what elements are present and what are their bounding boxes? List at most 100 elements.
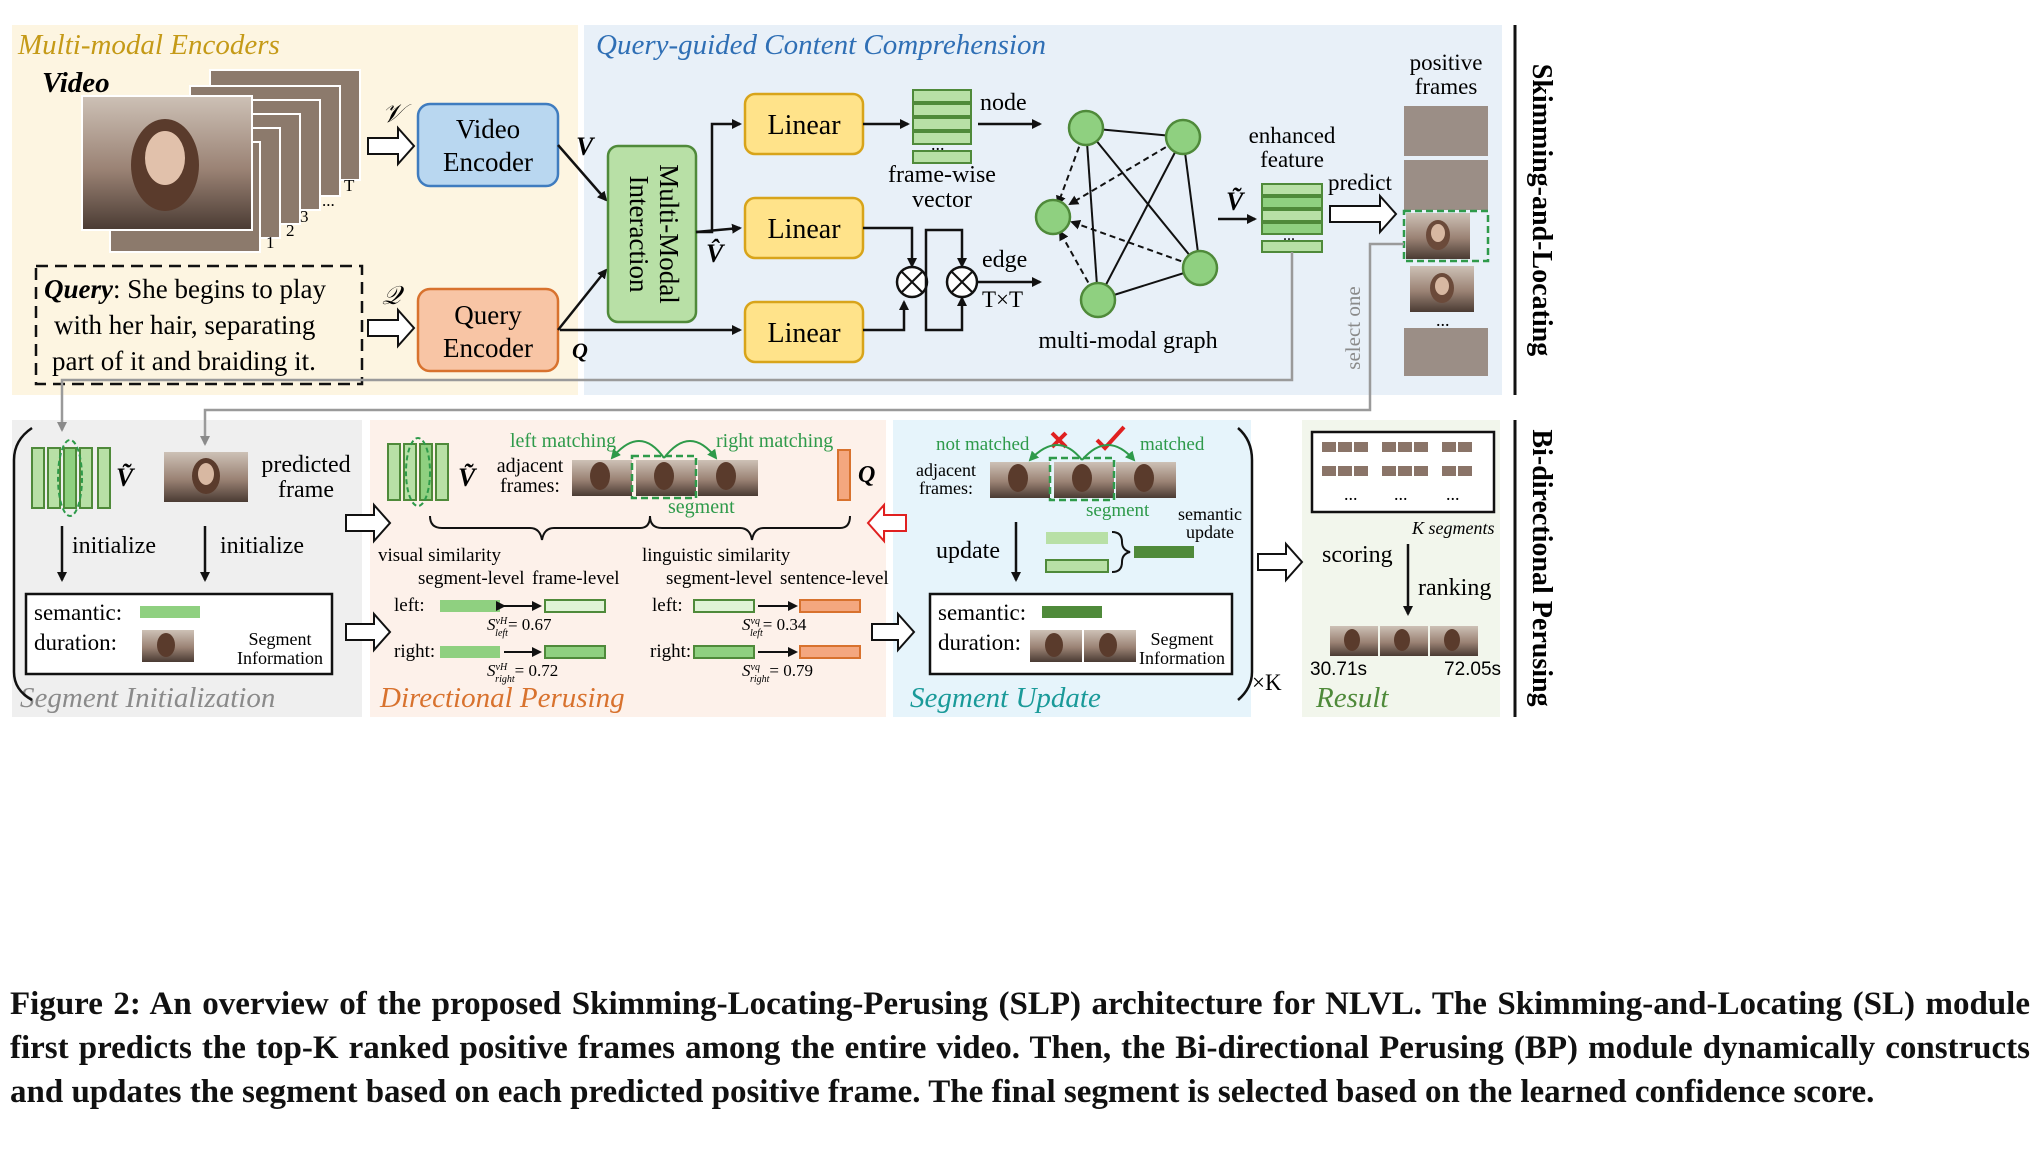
init-duration-thumb [142,630,194,662]
caption-text: Figure 2: An overview of the proposed Sk… [10,986,2030,1110]
multiply-op-2 [945,265,979,299]
graph-label: multi-modal graph [1038,328,1217,354]
not-matched-arc [1028,444,1083,462]
select-one-line [200,242,1404,446]
right-matching-label: right matching [716,430,833,452]
v-tilde-label: Ṽ [1226,187,1246,216]
q-right-label: right: [650,641,691,662]
outer-loop-bracket [12,426,33,702]
segment-init-title: Segment Initialization [20,682,275,714]
positive-label-2: frames [1415,74,1478,99]
frame-index-1: 1 [266,233,275,252]
mult-loop-2 [924,282,967,332]
result-end-time: 72.05s [1444,659,1501,680]
linear-label-1: Linear [767,110,841,141]
frame-wise-label-1: frame-wise [888,162,996,188]
linear3-to-mult [863,300,909,332]
feature-dots: ... [1283,227,1295,244]
positive-label-1: positive [1410,50,1483,75]
init-to-directional-arrow [345,611,392,653]
dir-feature-bars [387,437,449,507]
dir-segment-label: segment [668,496,735,518]
frame-index-T: T [344,176,355,195]
init-semantic-label: semantic: [34,600,122,625]
scoring-label: scoring [1322,542,1393,568]
q-to-mmi-arrow [557,268,608,331]
positive-frame-3 [1402,209,1490,263]
v-output-label: V [576,132,596,161]
upd-seg-info-2: Information [1139,648,1225,668]
q-output-label: Q [572,338,588,363]
upd-semantic-label: semantic: [938,600,1026,625]
v-right-seg-bar [440,646,500,658]
figure-caption: Figure 2: An overview of the proposed Sk… [10,982,2030,1114]
positive-frame-1 [1404,106,1488,156]
red-input-arrow [866,502,907,544]
mult-loop [924,228,967,282]
dir-adjacent-2: frames: [500,475,560,497]
predicted-frame-label-2: frame [278,477,334,503]
node-label: node [980,90,1027,116]
query-line-2: with her hair, separating [54,310,315,340]
positive-frame-4 [1410,266,1474,312]
txt-label: T×T [982,287,1023,312]
loop-close-bracket [1237,427,1254,701]
positive-frame-5 [1404,328,1488,376]
update-brace [1111,531,1131,573]
skimming-label: Skimming-and-Locating [1526,64,1557,357]
predicted-frame-thumb [164,452,248,502]
k-dots-2: ... [1394,484,1408,504]
segment-update-title: Segment Update [910,682,1101,714]
query-line-3: part of it and braiding it. [52,346,316,376]
initialize-label-2: initialize [220,533,304,559]
upd-duration-thumbs [1030,630,1136,662]
matched-label: matched [1140,434,1205,455]
query-guided-title: Query-guided Content Comprehension [596,29,1046,61]
query-feature-bar [837,449,851,501]
result-start-time: 30.71s [1310,659,1367,680]
select-one-label: select one [1341,286,1365,369]
frame-index-3: 3 [300,207,309,226]
directional-title: Directional Perusing [379,682,625,714]
linear-label-2: Linear [767,214,841,245]
times-k-label: ×K [1252,670,1282,695]
semantic-update-2: update [1186,522,1234,542]
upd-semantic-bar [1042,606,1102,618]
left-matching-label: left matching [510,430,616,452]
query-encoder-label-1: Query [454,300,522,330]
dir-adjacent-1: adjacent [497,455,564,477]
right-matching-arc [663,440,718,460]
enhanced-label-2: feature [1260,147,1324,172]
query-q-label: Q [858,462,875,488]
multiply-op-1 [895,265,929,299]
video-encoder-label-2: Encoder [443,147,533,177]
v-left-seg-bar [440,600,500,612]
predicted-frame-label-1: predicted [261,452,350,478]
frame-index-2: 2 [286,221,295,240]
update-bar-2 [1045,559,1109,573]
result-title: Result [1315,682,1389,714]
predict-arrow [1329,193,1398,235]
video-encoder-label-1: Video [456,114,520,144]
init-seg-info-1: Segment [249,629,312,649]
upd-seg-info-1: Segment [1151,629,1214,649]
multi-modal-graph [1034,109,1219,319]
upd-segment-label: segment [1086,500,1150,521]
vector-dots: ... [931,134,945,154]
visual-sim-label: visual similarity [378,545,501,566]
q-segment-level: segment-level [666,568,773,589]
matched-arc [1081,444,1136,462]
edge-label: edge [982,247,1027,273]
linear-box-3 [743,300,865,364]
query-set-symbol: 𝒬 [382,281,405,310]
linear-label-3: Linear [767,318,841,349]
init-seg-info-2: Information [237,648,323,668]
directional-to-update-arrow [871,611,916,653]
k-segment-thumbs [1322,442,1472,476]
init-feature-bars [31,439,111,517]
update-label: update [936,538,1000,564]
positive-dots: ... [1436,310,1450,330]
v-hat-label: V̂ [706,239,726,268]
mmi-to-linear2 [695,223,742,234]
